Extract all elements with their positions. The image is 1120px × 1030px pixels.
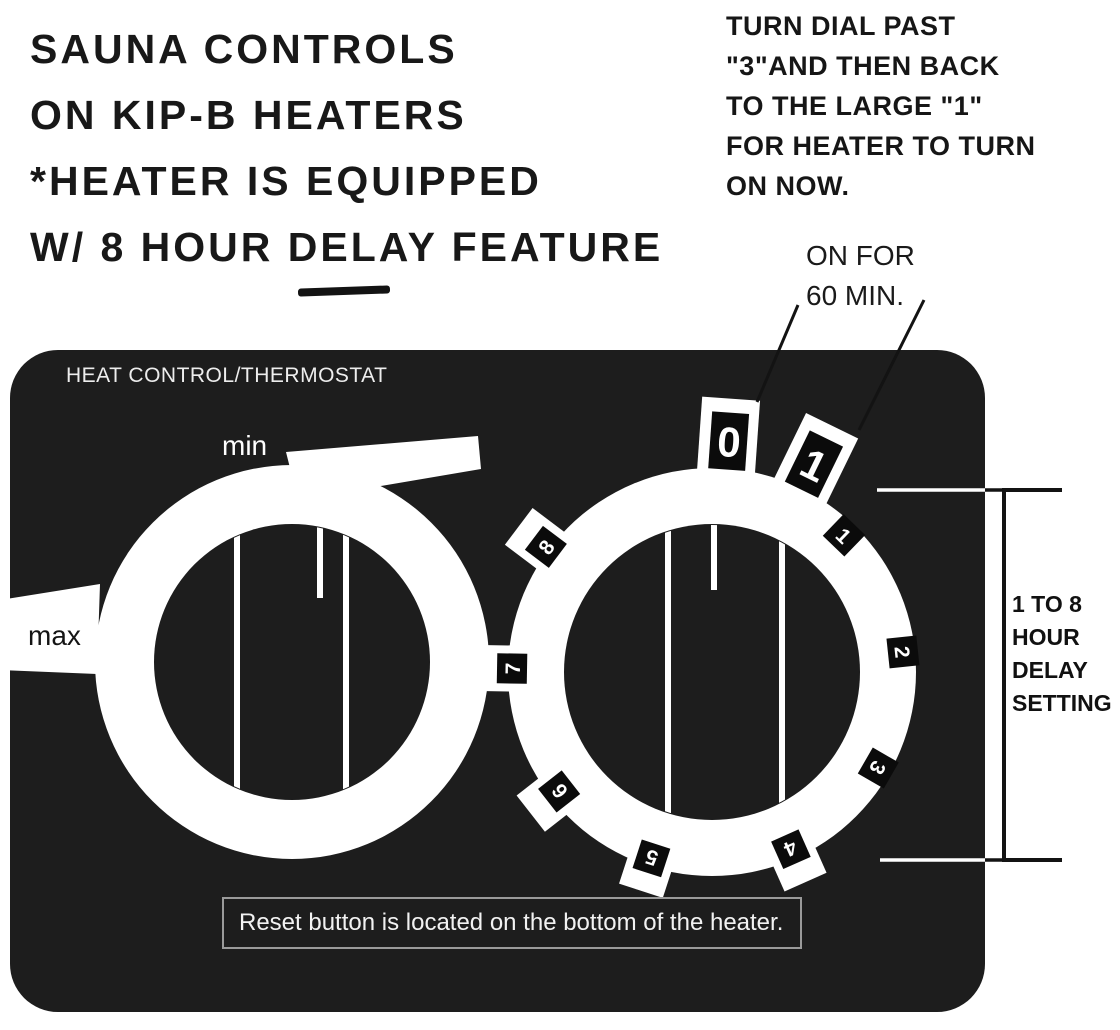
- leader-line-60-min: [857, 299, 926, 431]
- title-line-4: W/ 8 HOUR DELAY FEATURE: [30, 224, 664, 270]
- callout-line-2: 60 MIN.: [806, 280, 905, 311]
- instruction-text: TURN DIAL PAST "3"AND THEN BACK TO THE L…: [726, 6, 1036, 206]
- timer-number-4: 4: [771, 829, 811, 870]
- thermostat-max-tab: [0, 584, 100, 674]
- leader-line-on-for: [755, 304, 800, 403]
- timer-number-3: 3: [857, 747, 899, 789]
- delay-range-bracket: [1002, 488, 1062, 862]
- thermostat-max-label: max: [28, 620, 81, 651]
- timer-knob: [564, 524, 860, 820]
- thermostat-min-label: min: [222, 430, 268, 461]
- svg-text:7: 7: [502, 662, 525, 674]
- reset-note-text: Reset button is located on the bottom of…: [239, 909, 784, 936]
- reset-note-box: Reset button is located on the bottom of…: [222, 897, 802, 949]
- thermostat-knob: [154, 524, 430, 800]
- on-for-60min-callout: ON FOR 60 MIN.: [806, 236, 915, 316]
- title-line-2: ON KIP-B HEATERS: [30, 92, 467, 138]
- delay-line-1: 1 TO 8: [1012, 591, 1082, 617]
- panel-label: HEAT CONTROL/THERMOSTAT: [66, 364, 388, 387]
- instruction-line-2: "3"AND THEN BACK: [726, 51, 1000, 81]
- instruction-line-4: FOR HEATER TO TURN: [726, 131, 1036, 161]
- timer-number-7: 7: [496, 653, 528, 684]
- title-line-1: SAUNA CONTROLS: [30, 26, 458, 72]
- timer-dial: 0 1 1 2 3 4 5: [479, 396, 920, 898]
- svg-text:0: 0: [716, 418, 743, 467]
- delay-line-2: HOUR: [1012, 624, 1080, 650]
- timer-number-5: 5: [632, 839, 671, 878]
- timer-number-8: 8: [524, 525, 567, 568]
- callout-line-1: ON FOR: [806, 240, 915, 271]
- delay-line-3: DELAY: [1012, 657, 1088, 683]
- page-title: SAUNA CONTROLS ON KIP-B HEATERS *HEATER …: [30, 16, 663, 280]
- instruction-line-1: TURN DIAL PAST: [726, 11, 956, 41]
- timer-number-2: 2: [886, 635, 920, 669]
- title-line-3: *HEATER IS EQUIPPED: [30, 158, 542, 204]
- svg-text:2: 2: [889, 645, 913, 659]
- timer-number-6: 6: [538, 770, 581, 813]
- thermostat-dial: [0, 436, 489, 859]
- timer-number-large-0: 0: [708, 411, 750, 471]
- instruction-line-5: ON NOW.: [726, 171, 850, 201]
- delay-line-4: SETTING: [1012, 690, 1112, 716]
- instruction-line-3: TO THE LARGE "1": [726, 91, 983, 121]
- timer-number-1: 1: [822, 514, 866, 557]
- delay-setting-annotation: 1 TO 8 HOUR DELAY SETTING: [1012, 588, 1112, 720]
